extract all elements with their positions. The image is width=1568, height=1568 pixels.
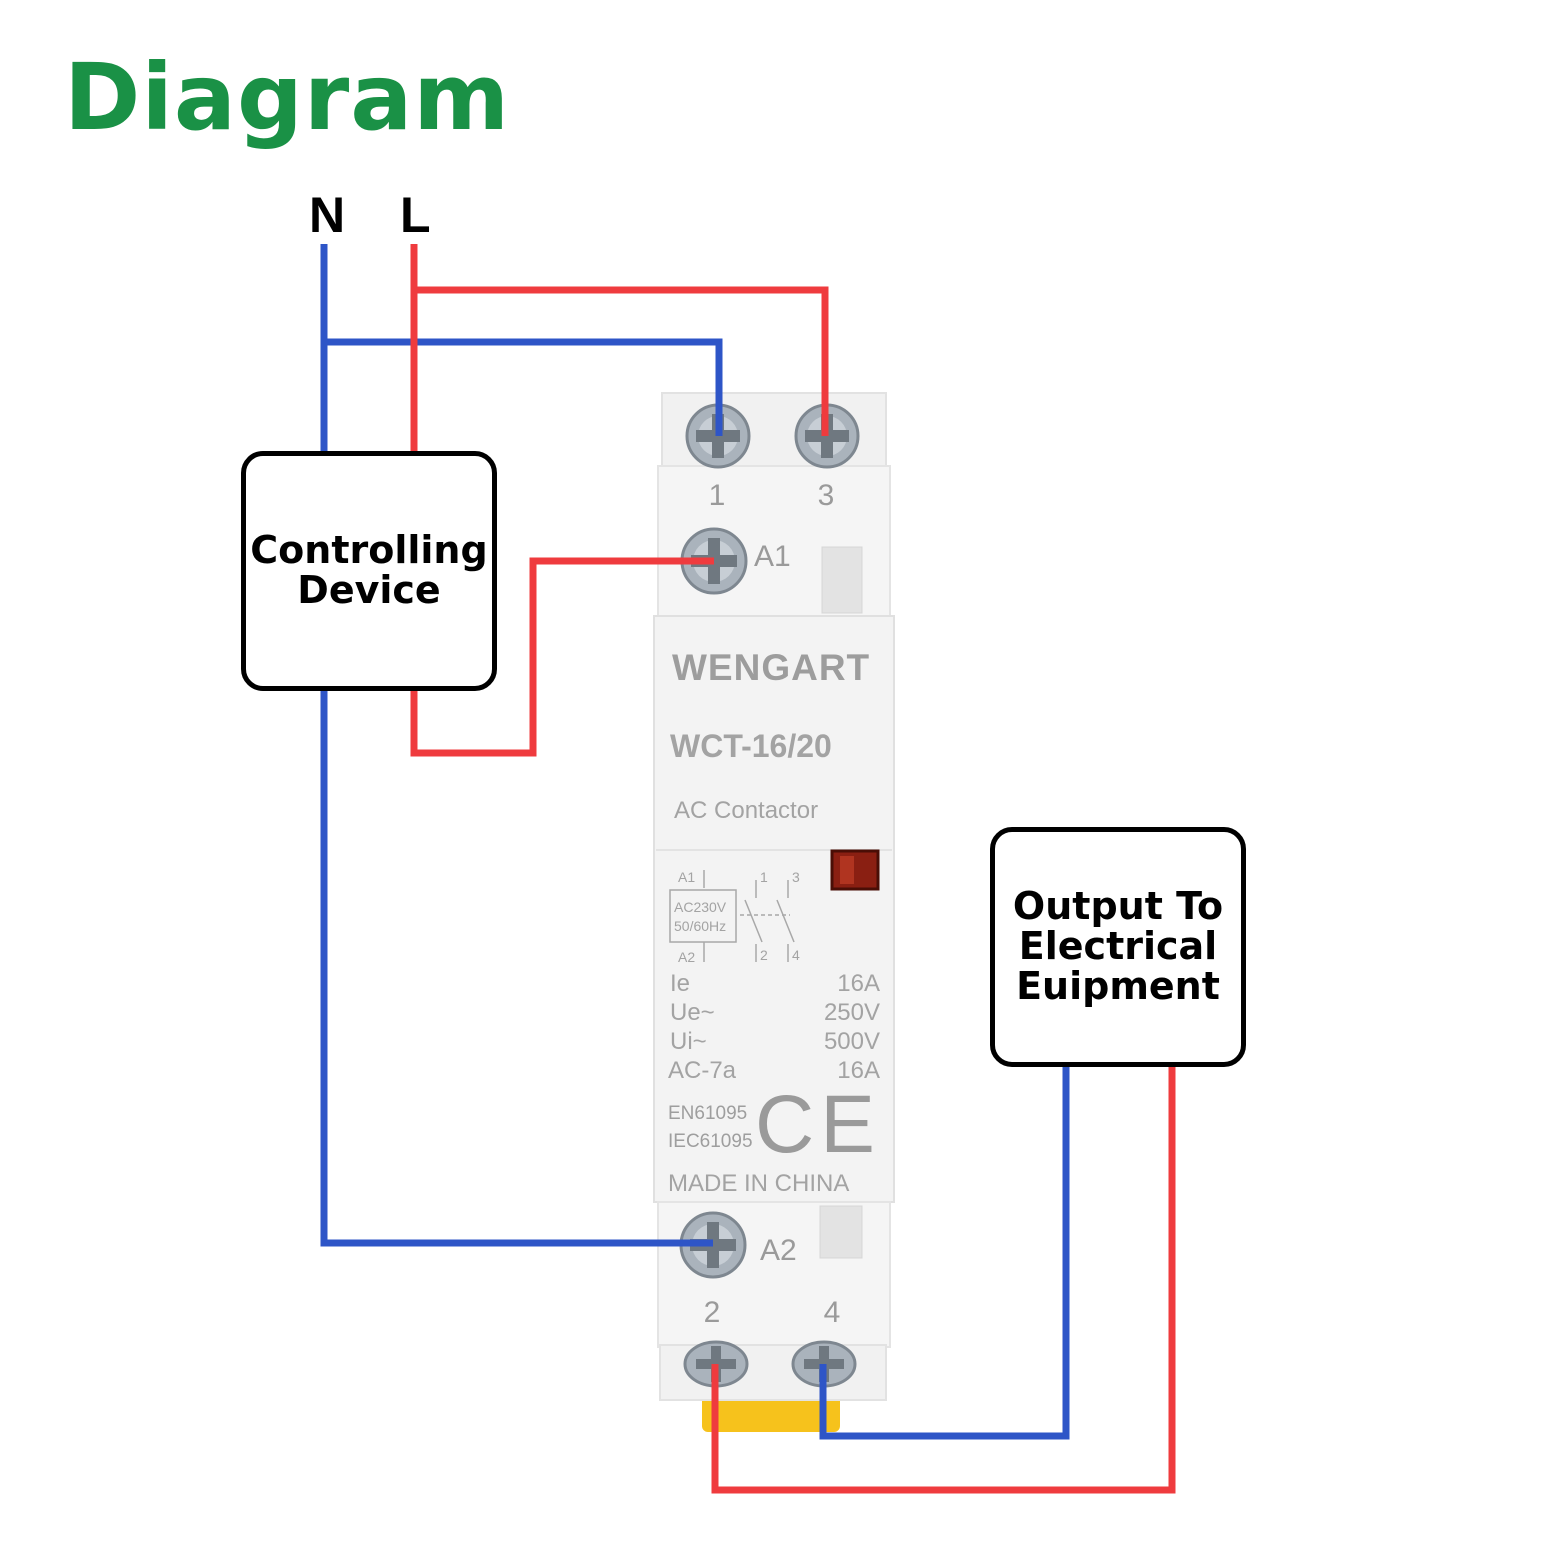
spec-label-ui: Ui~ xyxy=(670,1028,707,1055)
schematic-coil-voltage: AC230V xyxy=(674,899,727,915)
schematic-contact-3: 3 xyxy=(792,869,800,885)
spec-value-ui: 500V xyxy=(824,1028,880,1055)
terminal-label-1: 1 xyxy=(709,479,726,512)
output-equipment-box: Output To Electrical Euipment xyxy=(990,827,1246,1067)
spec-label-ie: Ie xyxy=(670,970,690,997)
standard-en: EN61095 xyxy=(668,1103,747,1124)
ce-mark: CE xyxy=(755,1079,881,1170)
terminal-label-3: 3 xyxy=(818,479,835,512)
made-in-label: MADE IN CHINA xyxy=(668,1170,849,1197)
spec-value-ue: 250V xyxy=(824,999,880,1026)
page-title: Diagram xyxy=(64,44,511,151)
front-face xyxy=(653,615,895,1203)
standard-iec: IEC61095 xyxy=(668,1131,753,1152)
output-wire-terminal-4 xyxy=(819,1067,1070,1440)
spec-label-ue: Ue~ xyxy=(670,999,715,1026)
terminal-label-a1: A1 xyxy=(754,540,791,573)
live-label: L xyxy=(400,187,431,243)
controlling-device-box: Controlling Device xyxy=(241,451,497,691)
contact-schematic xyxy=(669,870,795,962)
output-equipment-label: Output To Electrical Euipment xyxy=(1012,884,1224,1008)
contactor-device xyxy=(653,392,895,1432)
brand-logo: WENGART xyxy=(672,647,870,688)
status-indicator xyxy=(830,849,880,891)
spec-label-ac7a: AC-7a xyxy=(668,1057,737,1084)
output-wire-terminal-2 xyxy=(711,1067,1176,1494)
schematic-a2: A2 xyxy=(678,949,695,965)
lower-slot xyxy=(819,1205,863,1259)
upper-slot xyxy=(821,546,863,614)
model-number: WCT-16/20 xyxy=(670,728,832,764)
live-wire-to-terminal-3 xyxy=(414,286,829,436)
schematic-coil-frequency: 50/60Hz xyxy=(674,918,726,934)
controlling-device-label: Controlling Device xyxy=(250,528,488,612)
schematic-contact-4: 4 xyxy=(792,947,800,963)
terminal-label-4: 4 xyxy=(824,1296,841,1329)
device-type: AC Contactor xyxy=(674,797,818,824)
neutral-label: N xyxy=(309,187,346,243)
neutral-wire-to-terminal-1 xyxy=(324,338,723,436)
wires xyxy=(320,244,1176,1494)
terminal-label-a2: A2 xyxy=(760,1234,797,1267)
schematic-a1: A1 xyxy=(678,869,695,885)
live-wire-to-a1 xyxy=(410,557,714,757)
terminal-label-2: 2 xyxy=(704,1296,721,1329)
schematic-contact-1: 1 xyxy=(760,869,768,885)
spec-value-ie: 16A xyxy=(837,970,880,997)
neutral-wire-to-a2 xyxy=(320,690,713,1247)
spec-value-ac7a: 16A xyxy=(837,1057,880,1084)
schematic-contact-2: 2 xyxy=(760,947,768,963)
